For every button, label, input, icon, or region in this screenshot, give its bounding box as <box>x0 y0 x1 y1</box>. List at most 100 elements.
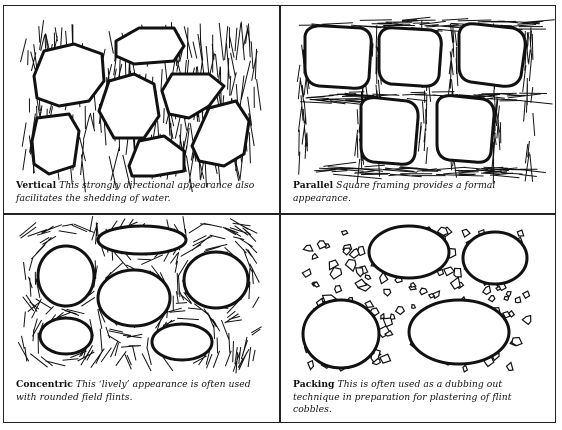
shard-stroke <box>491 142 495 171</box>
flint-chip <box>364 300 375 309</box>
shard-stroke <box>182 216 186 233</box>
flint-stone <box>182 250 250 310</box>
shard-stroke <box>296 64 301 82</box>
shard-stroke <box>226 310 236 319</box>
shard-stroke <box>35 278 41 298</box>
shard-stroke <box>205 243 228 251</box>
shard-stroke <box>233 236 245 240</box>
flint-stone <box>32 42 106 108</box>
shard-stroke <box>323 161 357 167</box>
shard-stroke <box>203 245 221 252</box>
shard-stroke <box>204 310 217 325</box>
flint-stone <box>160 72 226 120</box>
flint-chip <box>342 247 351 256</box>
shard-stroke <box>517 22 540 25</box>
shard-stroke <box>356 158 361 185</box>
panel-parallel: Parallel Square framing provides a forma… <box>281 6 557 214</box>
shard-stroke <box>218 22 224 61</box>
caption-concentric: Concentric This ‘lively’ appearance is o… <box>16 379 272 404</box>
shard-stroke <box>239 238 253 248</box>
shard-stroke <box>104 262 124 279</box>
shard-stroke <box>169 120 174 139</box>
shard-stroke <box>27 229 48 237</box>
shard-stroke <box>175 302 188 304</box>
shard-stroke <box>105 326 111 339</box>
shard-stroke <box>400 166 428 170</box>
shard-stroke <box>251 269 254 284</box>
shard-stroke <box>22 296 35 312</box>
flint-chip <box>481 285 492 296</box>
flint-chip <box>411 303 417 310</box>
shard-stroke <box>247 249 258 264</box>
flint-chip <box>449 276 461 290</box>
shard-stroke <box>441 18 469 21</box>
shard-stroke <box>314 168 350 172</box>
shard-stroke <box>224 350 232 367</box>
shard-stroke <box>424 24 439 27</box>
shard-stroke <box>118 63 123 78</box>
flint-chip <box>379 353 392 364</box>
caption-term: Packing <box>293 379 335 390</box>
shard-stroke <box>22 148 27 171</box>
shard-stroke <box>61 308 77 315</box>
caption-vertical: Vertical This strongly directional appea… <box>16 180 272 205</box>
flint-chip <box>501 310 511 319</box>
shard-stroke <box>428 84 432 102</box>
shard-stroke <box>528 53 533 82</box>
shard-stroke <box>177 317 199 321</box>
shard-stroke <box>44 33 47 49</box>
shard-stroke <box>126 354 132 366</box>
shard-stroke <box>225 319 242 323</box>
shard-stroke <box>322 98 355 100</box>
shard-stroke <box>29 353 48 368</box>
shard-stroke <box>483 166 509 169</box>
shard-stroke <box>477 93 500 96</box>
shard-stroke <box>329 100 365 106</box>
shard-stroke <box>21 122 27 147</box>
shard-stroke <box>100 347 112 363</box>
shard-stroke <box>251 328 261 336</box>
flint-chip <box>505 361 514 372</box>
shard-stroke <box>348 175 382 180</box>
shard-stroke <box>526 32 529 46</box>
flint-chip <box>348 247 361 259</box>
shard-stroke <box>419 20 446 26</box>
shard-stroke <box>240 21 245 61</box>
flint-chip <box>503 295 510 301</box>
shard-stroke <box>82 114 91 141</box>
shard-stroke <box>327 166 364 170</box>
shard-stroke <box>45 305 54 315</box>
shard-stroke <box>242 30 248 49</box>
shard-stroke <box>212 350 221 368</box>
flint-stone <box>303 24 373 90</box>
shard-stroke <box>519 100 553 105</box>
shard-stroke <box>163 108 165 124</box>
shard-stroke <box>334 99 361 103</box>
shard-stroke <box>401 16 431 21</box>
shard-stroke <box>80 154 86 193</box>
shard-stroke <box>530 87 534 103</box>
shard-stroke <box>114 252 129 269</box>
caption-packing: Packing This is often used as a dubbing … <box>293 379 549 417</box>
shard-stroke <box>452 30 455 58</box>
shard-stroke <box>86 349 94 361</box>
shard-stroke <box>232 341 234 363</box>
shard-stroke <box>62 358 79 361</box>
caption-description: Square framing provides a formal appeara… <box>293 180 496 204</box>
flint-stone <box>457 22 527 88</box>
shard-stroke <box>384 167 415 172</box>
shard-stroke <box>39 236 50 244</box>
shard-stroke <box>425 147 428 165</box>
shard-stroke <box>41 224 62 233</box>
panel-packing: Packing This is often used as a dubbing … <box>281 214 557 422</box>
shard-stroke <box>483 171 508 174</box>
flint-chip <box>311 252 319 261</box>
flint-chip <box>316 240 328 250</box>
horizontal-divider <box>3 213 556 215</box>
shard-stroke <box>235 22 242 61</box>
shard-stroke <box>356 135 359 158</box>
shard-stroke <box>175 252 180 265</box>
shard-stroke <box>449 60 452 89</box>
shard-stroke <box>371 43 374 57</box>
shard-stroke <box>99 328 103 352</box>
